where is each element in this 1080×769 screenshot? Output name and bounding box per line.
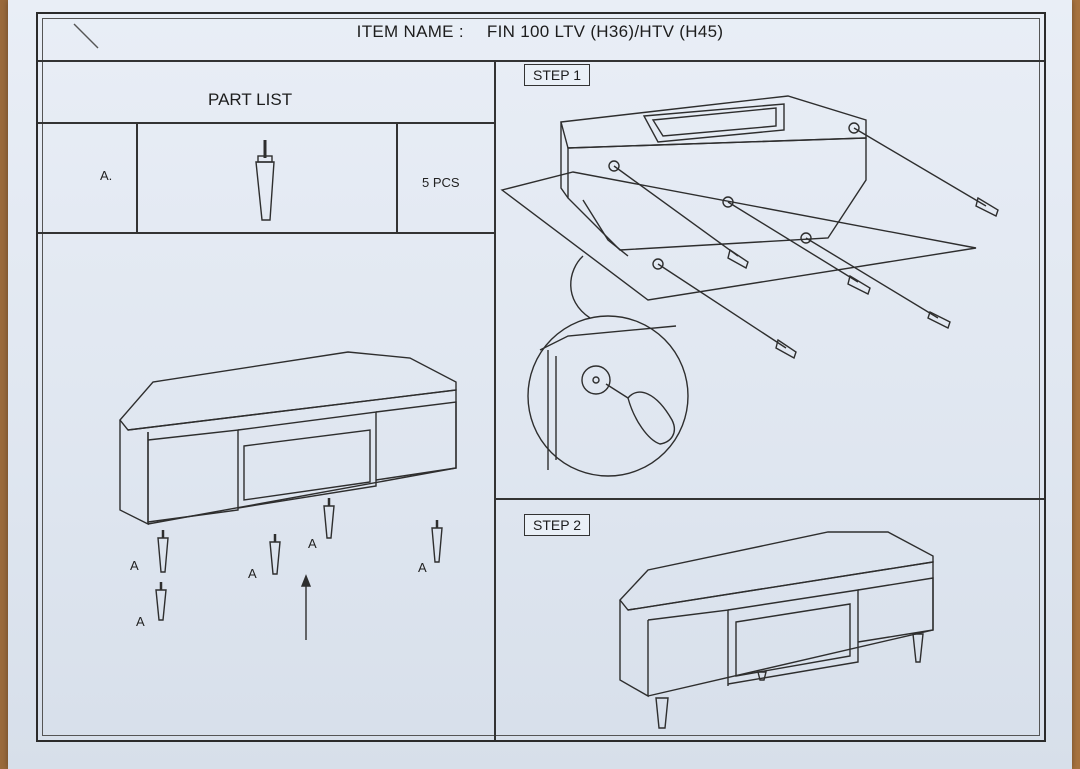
corner-mark [73,23,99,49]
part-code-divider [136,122,138,232]
part-list-bottom-divider [38,232,494,234]
sheet-frame [36,12,1046,742]
part-code: A. [100,168,113,183]
leg-label-a-2: A [136,614,145,629]
instruction-sheet: ITEM NAME : FIN 100 LTV (H36)/HTV (H45) … [8,0,1072,769]
part-qty-divider [396,122,398,232]
tapered-leg-icon [255,140,275,221]
tv-unit-overview-drawing [119,351,457,640]
step-1-label: STEP 1 [524,64,590,86]
step-divider [494,498,1044,500]
title-divider [38,60,1044,62]
leg-label-a-1: A [130,558,139,573]
step-2-drawing [619,531,934,729]
step-1-drawing [500,95,999,477]
item-title: ITEM NAME : FIN 100 LTV (H36)/HTV (H45) [8,22,1072,42]
part-quantity: 5 PCS [422,175,460,190]
assembly-drawings [73,23,999,729]
step-2-label: STEP 2 [524,514,590,536]
leg-label-a-3: A [248,566,257,581]
leg-label-a-4: A [308,536,317,551]
item-name-label: ITEM NAME : [356,22,464,41]
leg-label-a-5: A [418,560,427,575]
part-list-title: PART LIST [208,90,293,109]
part-list-header-divider [38,122,494,124]
item-name-value: FIN 100 LTV (H36)/HTV (H45) [486,22,724,41]
center-divider [494,60,496,740]
